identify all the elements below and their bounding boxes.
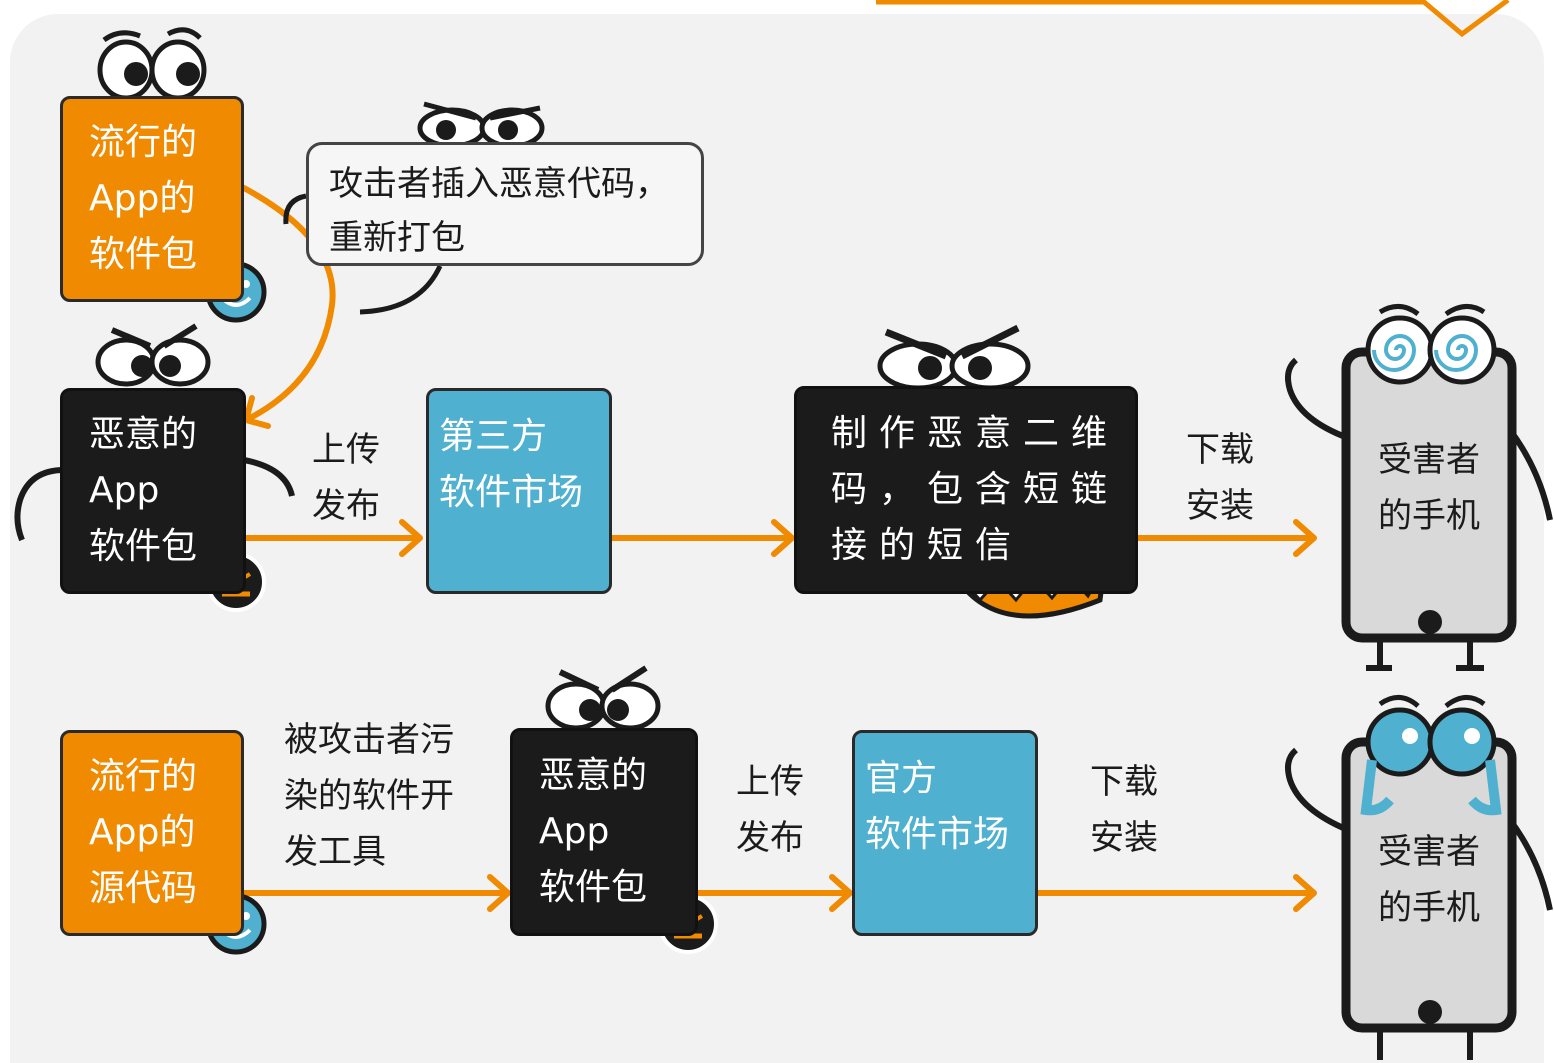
popular-app-package: 流行的 App的 软件包	[60, 96, 244, 302]
victim-phone-1: 受害者 的手机	[1356, 432, 1502, 544]
node-line: 软件市场	[439, 472, 584, 513]
label-line: 发布	[312, 486, 380, 526]
node-line: 软件包	[539, 867, 648, 908]
node-line: App	[89, 470, 160, 511]
cartoon-eyes-icon	[95, 323, 211, 387]
cartoon-eyes-icon	[417, 101, 545, 149]
popular-app-source: 流行的 App的 源代码	[60, 730, 244, 936]
malicious-app-package-2: 恶意的 App 软件包	[510, 728, 698, 936]
upload-label-1: 上传 发布	[312, 422, 380, 534]
node-line: 第三方	[439, 416, 548, 457]
cartoon-eyes-icon	[97, 27, 207, 101]
node-line: App的	[89, 812, 196, 853]
node-line: 官方	[865, 758, 938, 799]
arrow-repackage	[241, 185, 336, 421]
label-line: 染的软件开	[284, 776, 454, 816]
phone-line: 受害者	[1378, 832, 1480, 872]
label-line: 安装	[1090, 818, 1158, 858]
label-line: 发布	[736, 818, 804, 858]
node-line: 源代码	[89, 868, 198, 909]
download-label-2: 下载 安装	[1090, 754, 1158, 866]
node-line: 制作恶意二维	[831, 413, 1120, 454]
node-line: 码，包含短链	[831, 469, 1120, 510]
victim-phone-1-body	[1285, 347, 1553, 671]
upload-label-2: 上传 发布	[736, 754, 804, 866]
label-line: 下载	[1090, 762, 1158, 802]
node-line: 流行的	[89, 122, 198, 163]
polluted-dev-tools-label: 被攻击者污 染的软件开 发工具	[284, 712, 454, 880]
label-line: 上传	[736, 762, 804, 802]
phone-line: 受害者	[1378, 440, 1480, 480]
label-line: 被攻击者污	[284, 720, 454, 760]
label-line: 上传	[312, 430, 380, 470]
malicious-app-package-1: 恶意的 App 软件包	[60, 388, 246, 594]
label-line: 发工具	[284, 832, 386, 872]
phone-line: 的手机	[1378, 888, 1480, 928]
node-line: 接的短信	[831, 525, 1024, 566]
cartoon-eyes-icon	[877, 324, 1031, 391]
bubble-line: 攻击者插入恶意代码，	[329, 164, 669, 204]
download-label-1: 下载 安装	[1186, 422, 1254, 534]
node-line: App的	[89, 178, 196, 219]
attacker-speech-bubble: 攻击者插入恶意代码， 重新打包	[306, 142, 704, 266]
label-line: 下载	[1186, 430, 1254, 470]
node-line: 恶意的	[539, 755, 648, 796]
node-line: 软件市场	[865, 814, 1010, 855]
node-line: 软件包	[89, 526, 198, 567]
malicious-qr-code-box: 制作恶意二维 码，包含短链 接的短信	[794, 386, 1138, 594]
node-line: 软件包	[89, 234, 198, 275]
dizzy-eyes-icon	[1365, 304, 1497, 385]
node-line: 流行的	[89, 756, 198, 797]
label-line: 安装	[1186, 486, 1254, 526]
node-line: App	[539, 811, 610, 852]
phone-line: 的手机	[1378, 496, 1480, 536]
crying-eyes-icon	[1360, 695, 1502, 816]
third-party-market: 第三方 软件市场	[426, 388, 612, 594]
node-line: 恶意的	[89, 414, 198, 455]
victim-phone-2: 受害者 的手机	[1356, 824, 1502, 936]
official-market: 官方 软件市场	[852, 730, 1038, 936]
cartoon-eyes-icon	[545, 665, 661, 731]
bubble-line: 重新打包	[329, 218, 465, 258]
